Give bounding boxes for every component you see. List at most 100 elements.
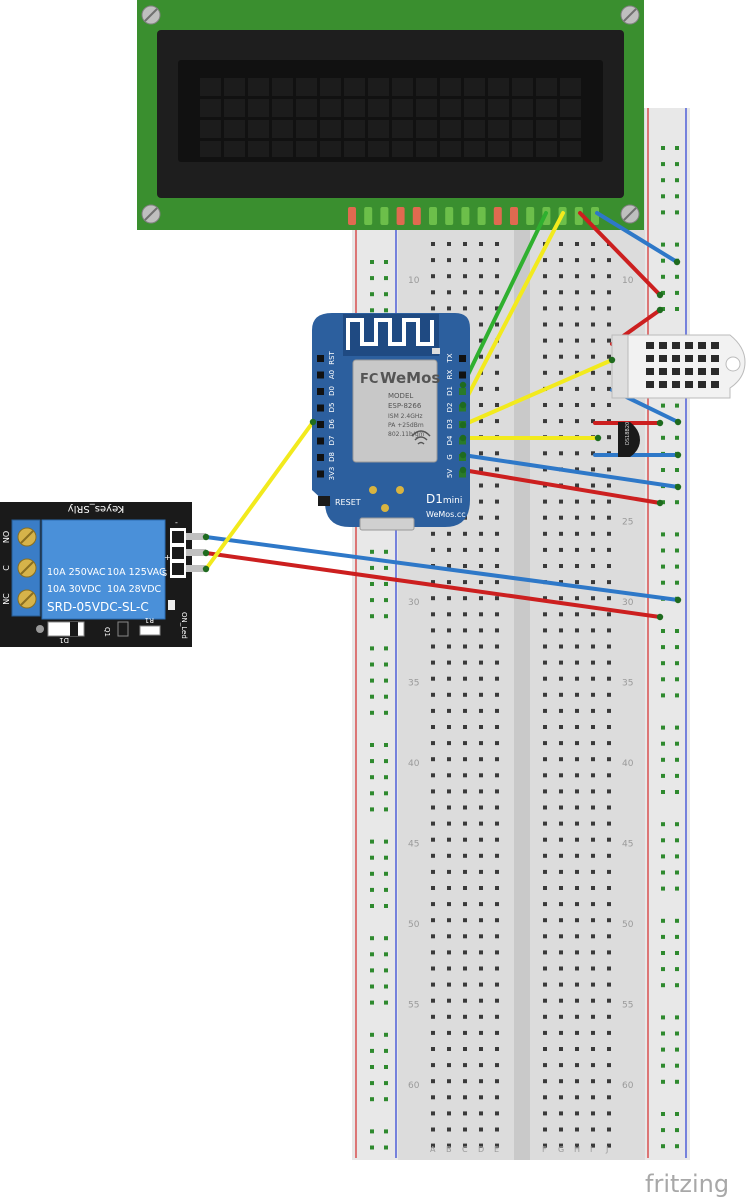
rail-hole bbox=[661, 564, 665, 569]
breadboard-hole bbox=[559, 837, 563, 842]
rail-hole bbox=[384, 1129, 388, 1134]
rail-hole bbox=[370, 662, 374, 667]
lcd-header-pin bbox=[461, 207, 470, 225]
breadboard-hole bbox=[607, 547, 611, 552]
breadboard-hole bbox=[463, 741, 467, 746]
breadboard-hole bbox=[591, 934, 595, 939]
breadboard-hole bbox=[447, 773, 451, 778]
breadboard-hole bbox=[479, 660, 483, 665]
breadboard-hole bbox=[463, 708, 467, 713]
rail-hole bbox=[370, 936, 374, 941]
breadboard-hole bbox=[591, 644, 595, 649]
breadboard-hole bbox=[543, 708, 547, 713]
row-number-label: 40 bbox=[622, 759, 634, 769]
breadboard-hole bbox=[479, 676, 483, 681]
diode-d1-icon bbox=[47, 621, 85, 637]
reset-button[interactable] bbox=[318, 496, 330, 506]
breadboard-hole bbox=[463, 1095, 467, 1100]
rail-hole bbox=[384, 807, 388, 812]
rail-hole bbox=[384, 1097, 388, 1102]
breadboard-hole bbox=[463, 869, 467, 874]
column-letter-label: B bbox=[446, 1145, 452, 1154]
breadboard-hole bbox=[591, 708, 595, 713]
wire-endpoint bbox=[674, 483, 682, 491]
rail-hole bbox=[675, 1128, 679, 1133]
rail-hole bbox=[661, 1144, 665, 1149]
wemos-pin-pad bbox=[459, 355, 466, 362]
breadboard-hole bbox=[591, 902, 595, 907]
breadboard-hole bbox=[575, 773, 579, 778]
breadboard-hole bbox=[559, 886, 563, 890]
rail-hole bbox=[384, 904, 388, 908]
rail-hole bbox=[384, 308, 388, 313]
breadboard-hole bbox=[591, 338, 595, 343]
breadboard-hole bbox=[431, 1063, 435, 1068]
breadboard-hole bbox=[431, 274, 435, 279]
relay-rating2-left: 10A 30VDC bbox=[47, 584, 102, 595]
wifi-icon bbox=[411, 430, 431, 445]
breadboard-hole bbox=[559, 370, 563, 375]
rail-hole bbox=[370, 807, 374, 812]
breadboard-hole bbox=[447, 644, 451, 649]
ds18b20-body bbox=[618, 422, 640, 457]
breadboard-hole bbox=[431, 580, 435, 585]
rail-hole bbox=[384, 968, 388, 973]
breadboard-hole bbox=[479, 869, 483, 874]
rail-hole bbox=[661, 1063, 665, 1068]
breadboard-hole bbox=[559, 290, 563, 295]
breadboard-hole bbox=[495, 676, 499, 681]
rail-hole bbox=[675, 1015, 679, 1020]
rail-hole bbox=[661, 403, 665, 408]
breadboard-hole bbox=[463, 1047, 467, 1051]
breadboard-hole bbox=[479, 1111, 483, 1116]
breadboard-hole bbox=[431, 966, 435, 971]
breadboard-hole bbox=[607, 725, 611, 729]
dht-grille-slot bbox=[672, 368, 680, 375]
breadboard-hole bbox=[463, 1079, 467, 1084]
breadboard-hole bbox=[495, 354, 499, 359]
center-channel bbox=[514, 228, 530, 1160]
breadboard-hole bbox=[575, 725, 579, 729]
breadboard-hole bbox=[543, 853, 547, 858]
rail-hole bbox=[675, 1063, 679, 1068]
breadboard-hole bbox=[575, 1079, 579, 1084]
breadboard-hole bbox=[495, 660, 499, 665]
breadboard-hole bbox=[431, 708, 435, 713]
breadboard-hole bbox=[447, 306, 451, 311]
breadboard-hole bbox=[431, 902, 435, 907]
rail-hole bbox=[370, 775, 374, 780]
breadboard-hole bbox=[495, 386, 499, 391]
breadboard-hole bbox=[495, 451, 499, 456]
breadboard-hole bbox=[575, 902, 579, 907]
breadboard-hole bbox=[607, 515, 611, 520]
rail-hole bbox=[675, 210, 679, 215]
breadboard-hole bbox=[495, 934, 499, 939]
breadboard-hole bbox=[559, 741, 563, 746]
row-number-label: 60 bbox=[408, 1081, 420, 1091]
rail-hole bbox=[370, 710, 374, 715]
rail-hole bbox=[661, 290, 665, 295]
breadboard-hole bbox=[591, 660, 595, 665]
breadboard-hole bbox=[543, 950, 547, 955]
breadboard-hole bbox=[495, 322, 499, 327]
breadboard-hole bbox=[607, 853, 611, 858]
row-number-label: 50 bbox=[408, 920, 420, 930]
breadboard-hole bbox=[543, 547, 547, 552]
breadboard-hole bbox=[543, 419, 547, 424]
breadboard-hole bbox=[607, 1143, 611, 1148]
column-letter-label: D bbox=[478, 1145, 484, 1154]
breadboard-hole bbox=[591, 1111, 595, 1116]
breadboard-hole bbox=[543, 338, 547, 343]
rail-hole bbox=[384, 839, 388, 844]
rail-hole bbox=[384, 1145, 388, 1150]
breadboard-hole bbox=[607, 789, 611, 794]
row-number-label: 25 bbox=[622, 518, 633, 528]
breadboard-hole bbox=[495, 419, 499, 424]
rail-hole bbox=[384, 694, 388, 699]
breadboard-hole bbox=[479, 692, 483, 697]
lcd-header-pin bbox=[477, 207, 486, 225]
rail-hole bbox=[384, 260, 388, 264]
breadboard-hole bbox=[495, 805, 499, 810]
reset-label: RESET bbox=[335, 498, 361, 507]
wemos-d1-mini: WeMos FC MODEL ESP-8266 ISM 2.4GHz PA +2… bbox=[312, 313, 470, 531]
